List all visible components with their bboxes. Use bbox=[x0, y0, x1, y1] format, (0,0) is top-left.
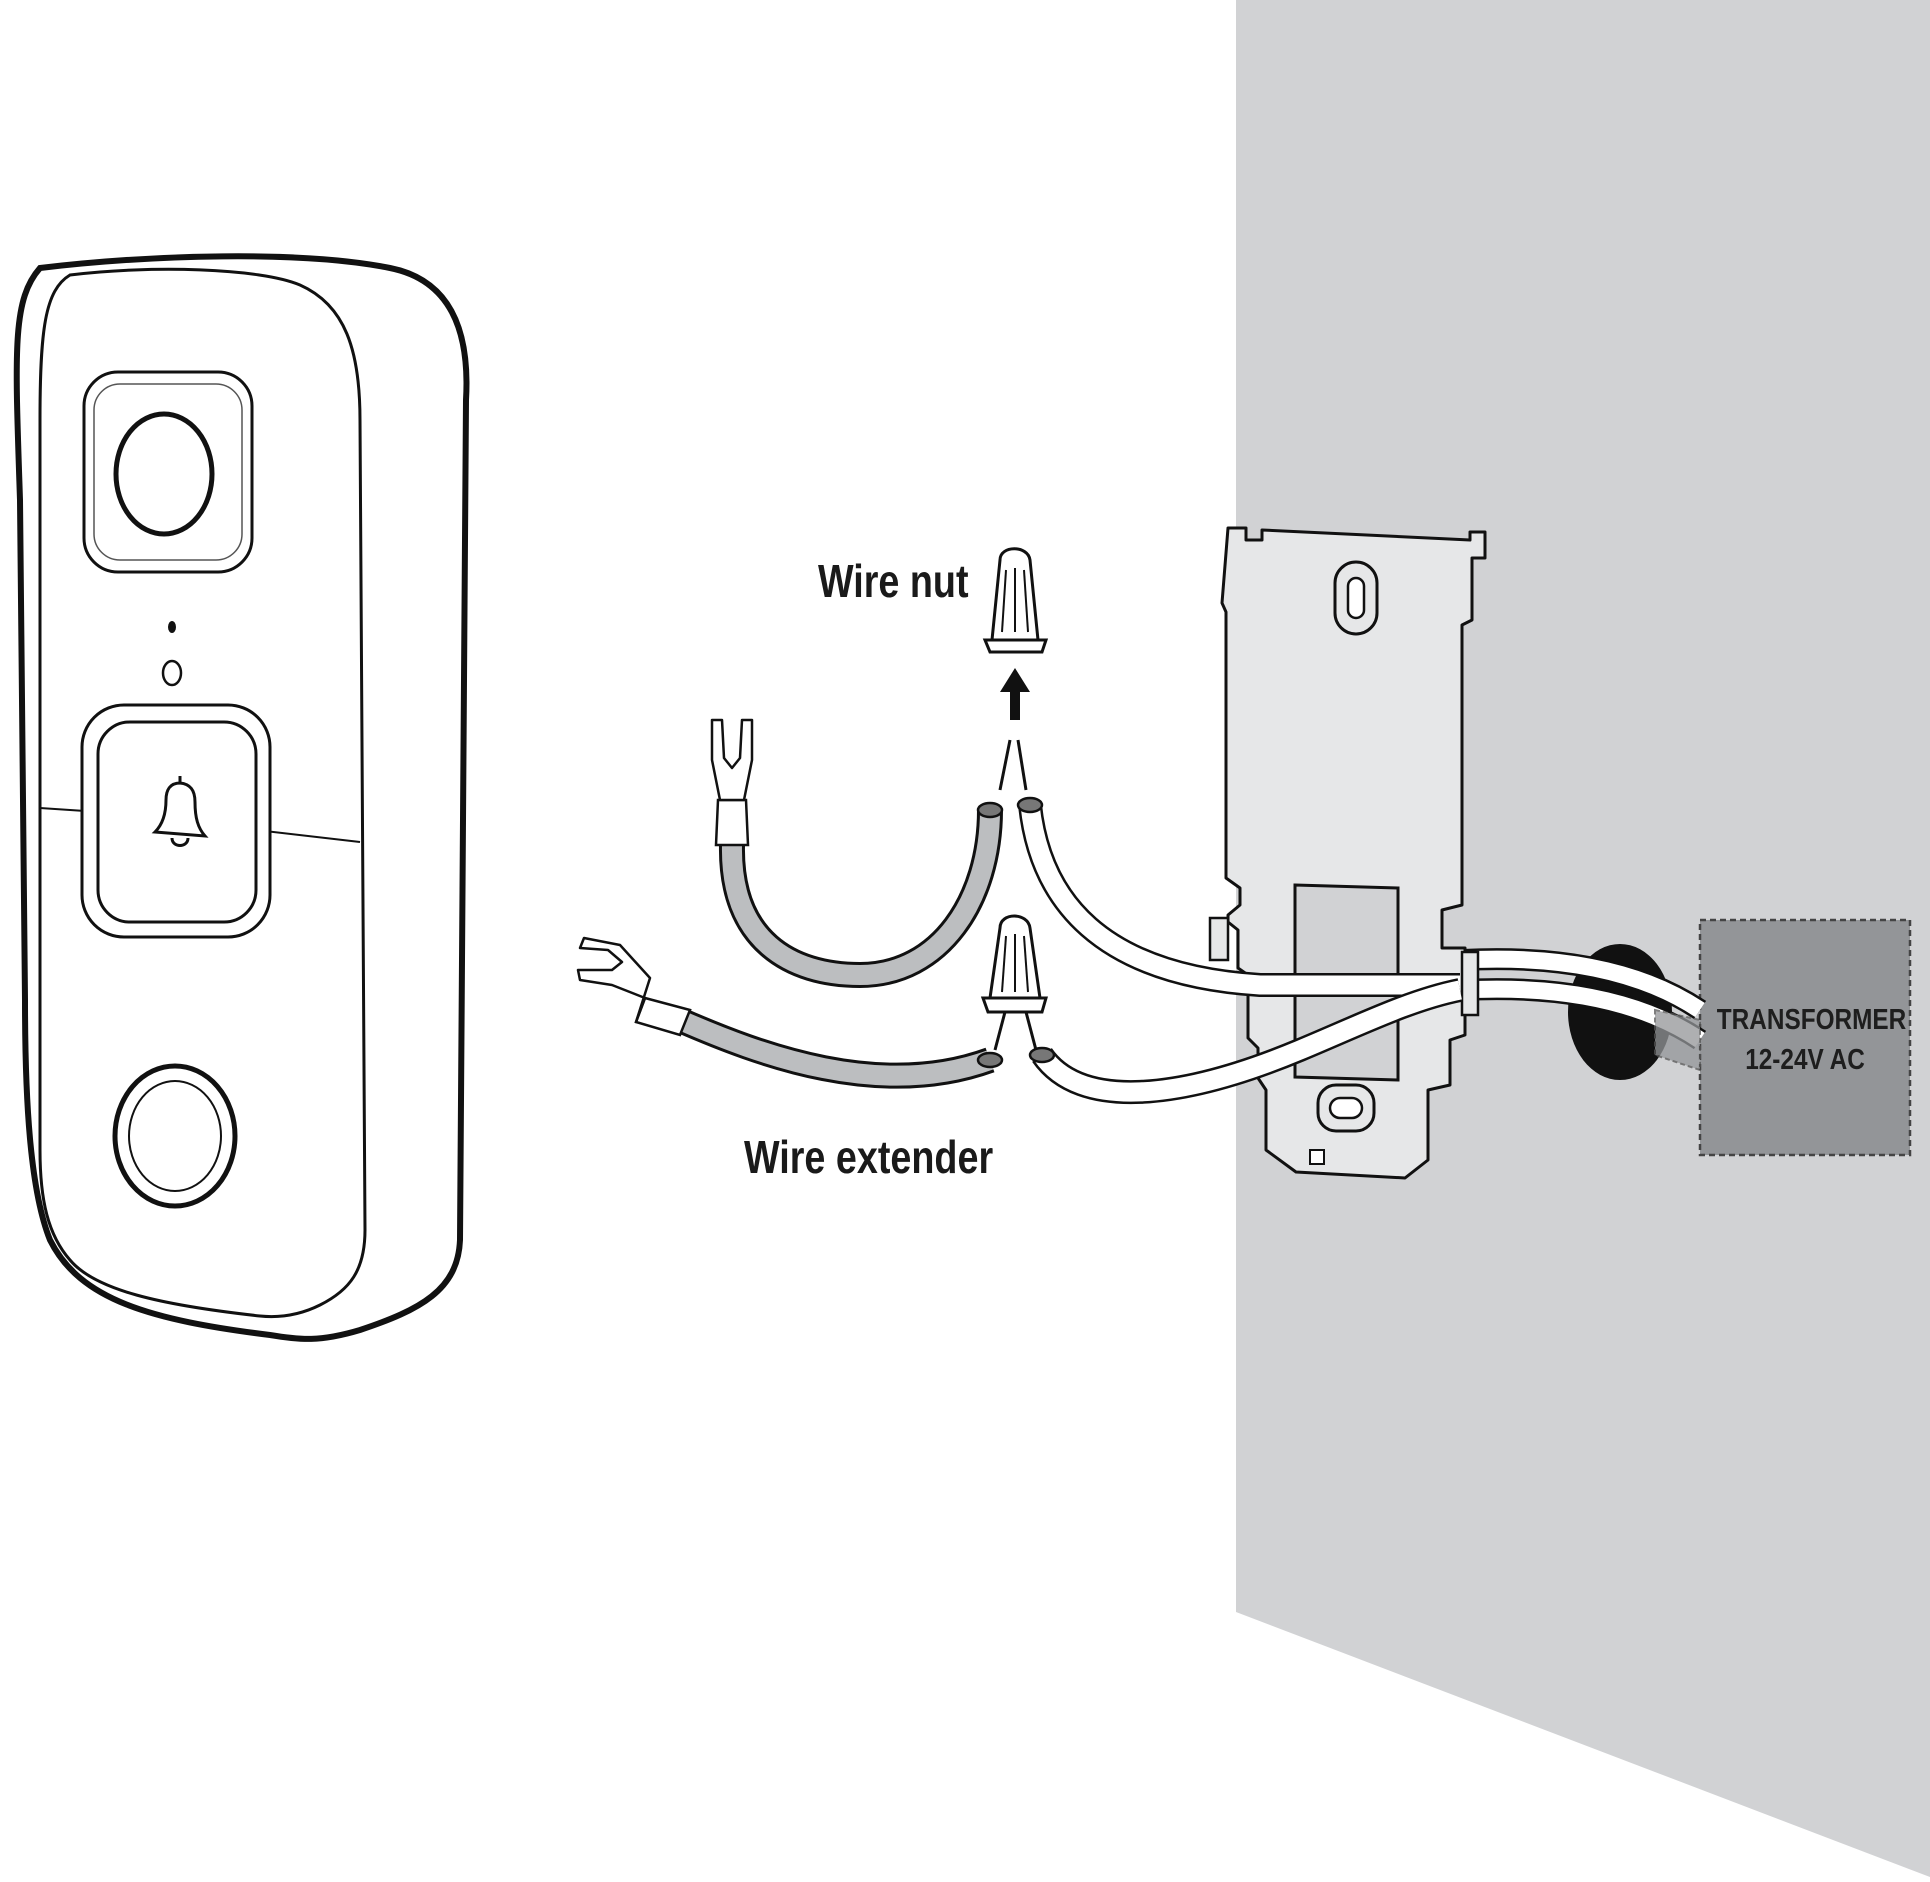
wire-joint-top bbox=[998, 739, 1028, 791]
white-wire-upper bbox=[1016, 796, 1460, 997]
transformer-box bbox=[1698, 918, 1912, 1157]
wire-nut-label: Wire nut bbox=[818, 555, 969, 607]
indicator-dot bbox=[168, 621, 176, 633]
wall-wires bbox=[1461, 948, 1707, 1072]
camera-lens bbox=[113, 411, 215, 537]
wire-nut-lower bbox=[980, 914, 1048, 1051]
white-wire-lower bbox=[1028, 978, 1463, 1105]
gray-wire-lower bbox=[576, 936, 1004, 1089]
video-doorbell bbox=[13, 253, 470, 1342]
motion-sensor bbox=[112, 1063, 238, 1209]
transformer-line2: 12-24V AC bbox=[1745, 1044, 1865, 1076]
bell-icon bbox=[151, 776, 209, 847]
wall bbox=[1236, 0, 1930, 1877]
arrow-up-icon bbox=[1000, 668, 1030, 720]
transformer-line1: TRANSFORMER bbox=[1716, 1004, 1907, 1036]
light-sensor bbox=[161, 659, 183, 687]
wire-nut-upper bbox=[982, 547, 1049, 654]
gray-wire-upper bbox=[710, 718, 1004, 989]
wire-extender-label: Wire extender bbox=[744, 1131, 994, 1183]
transformer-label: TRANSFORMER 12-24V AC bbox=[1700, 1000, 1910, 1080]
